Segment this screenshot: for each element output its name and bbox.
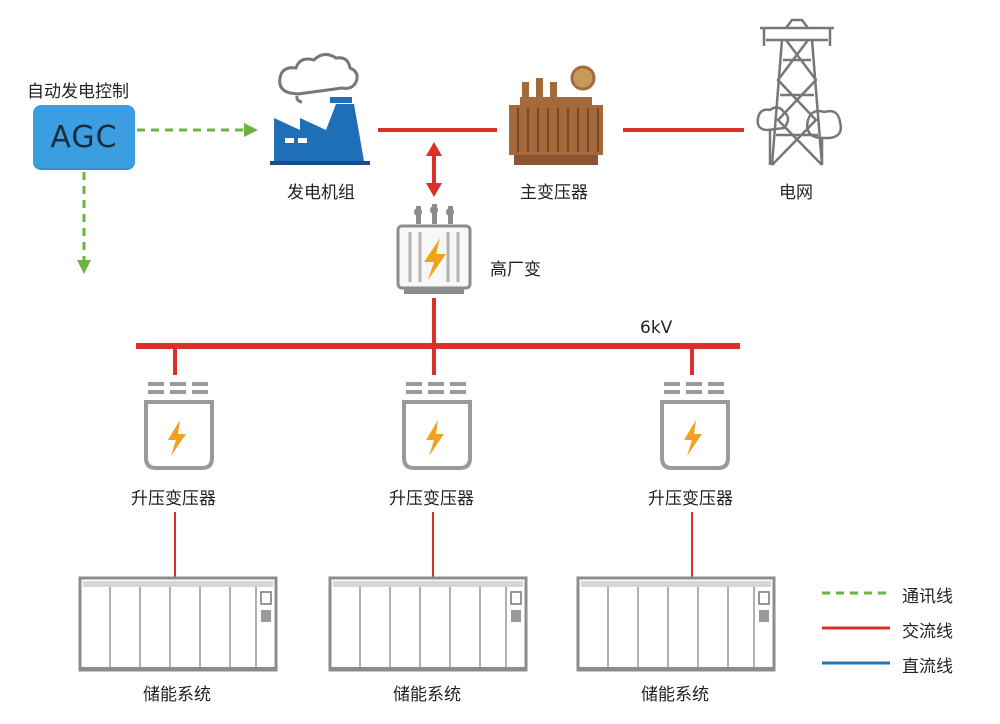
agc-down-arrowhead [77, 260, 91, 274]
main-transformer-label: 主变压器 [520, 183, 588, 203]
factory-icon [270, 53, 370, 165]
double-arrow-down-head [426, 183, 442, 197]
house-transformer-label: 高厂变 [490, 260, 541, 280]
legend-dc-label: 直流线 [902, 657, 953, 677]
cabinet-icon [576, 576, 776, 672]
chimney-cap [330, 97, 352, 103]
tower-icon [756, 18, 843, 166]
agc-box: AGC [33, 105, 135, 170]
double-arrow-up-head [426, 142, 442, 156]
agc-right-arrowhead [244, 123, 258, 137]
cabinet-icon [328, 576, 528, 672]
step-up-transformer-label: 升压变压器 [389, 489, 474, 509]
step-up-transformer-label: 升压变压器 [648, 489, 733, 509]
storage-feed-lines [174, 512, 693, 578]
step-up-transformer-icon [144, 382, 214, 470]
legend-ac-label: 交流线 [902, 622, 953, 642]
house-transformer-icon [396, 204, 472, 294]
step-up-transformer-label: 升压变压器 [131, 489, 216, 509]
bus-voltage-label: 6kV [640, 318, 673, 338]
legend-comm-label: 通讯线 [902, 587, 953, 607]
storage-system-label: 储能系统 [641, 685, 709, 705]
bolt-icon [424, 238, 446, 280]
generator-label: 发电机组 [287, 183, 355, 203]
cabinet-icon [78, 576, 278, 672]
agc-caption: 自动发电控制 [27, 82, 129, 102]
legend-samples [822, 591, 890, 665]
comm-lines [82, 128, 244, 262]
storage-system-label: 储能系统 [143, 685, 211, 705]
main-transformer-icon [509, 65, 603, 165]
step-up-transformer-icon [660, 382, 730, 470]
storage-system-label: 储能系统 [393, 685, 461, 705]
ac-lines [136, 128, 744, 375]
grid-label: 电网 [779, 183, 813, 203]
step-up-transformer-icon [402, 382, 472, 470]
